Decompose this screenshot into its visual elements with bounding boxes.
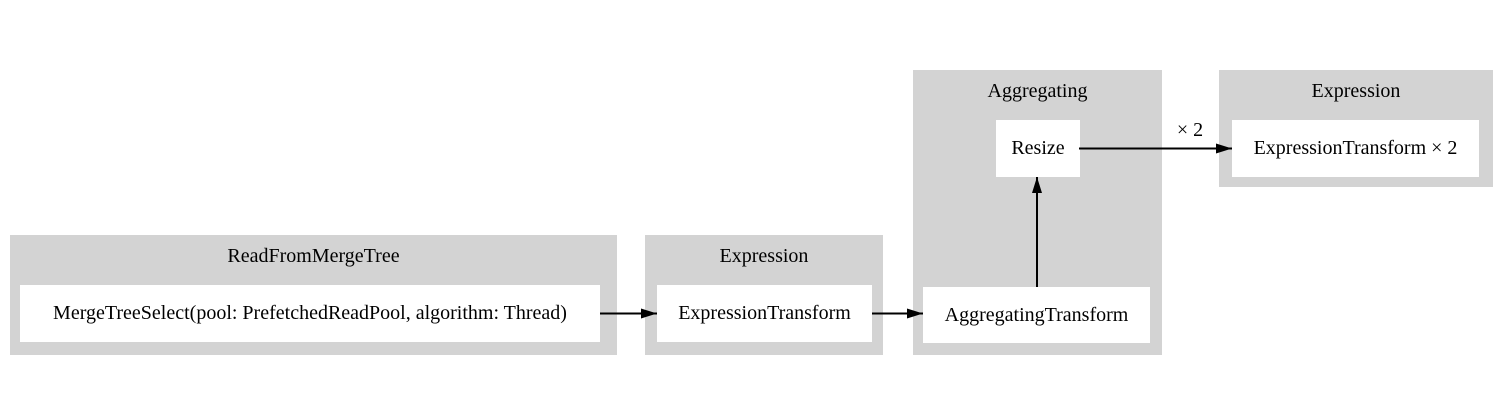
cluster-title-expression-1: Expression [719, 245, 809, 267]
cluster-title-readfrommergetree: ReadFromMergeTree [227, 245, 400, 267]
edge-multiplicity-label: × 2 [1176, 119, 1204, 141]
node-expressiontransform-x2: ExpressionTransform × 2 [1232, 120, 1479, 177]
node-label-resize: Resize [1011, 137, 1065, 159]
node-label-expressiontransform-x2: ExpressionTransform × 2 [1253, 137, 1458, 159]
cluster-aggregating: Aggregating Resize AggregatingTransform [913, 70, 1162, 355]
cluster-title-aggregating: Aggregating [987, 80, 1088, 102]
node-label-aggregatingtransform: AggregatingTransform [944, 303, 1129, 326]
node-expressiontransform: ExpressionTransform [657, 285, 872, 342]
node-mergetreeselect: MergeTreeSelect(pool: PrefetchedReadPool… [20, 285, 600, 342]
cluster-readfrommergetree: ReadFromMergeTree MergeTreeSelect(pool: … [10, 235, 617, 355]
cluster-expression-2: Expression ExpressionTransform × 2 [1219, 70, 1493, 187]
cluster-expression-1: Expression ExpressionTransform [645, 235, 883, 355]
node-label-expressiontransform: ExpressionTransform [678, 302, 851, 324]
node-resize: Resize [996, 120, 1080, 177]
cluster-title-expression-2: Expression [1311, 80, 1401, 102]
node-aggregatingtransform: AggregatingTransform [923, 287, 1150, 343]
node-label-mergetreeselect: MergeTreeSelect(pool: PrefetchedReadPool… [53, 302, 567, 324]
